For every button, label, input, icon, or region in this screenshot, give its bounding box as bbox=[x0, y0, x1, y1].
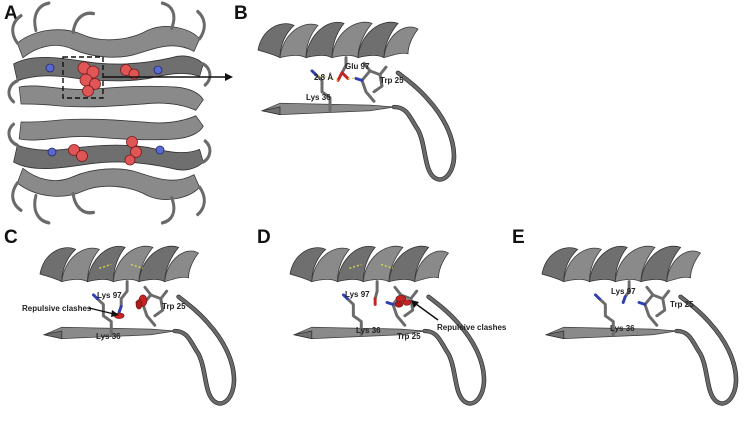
lys36-label: Lys 36 bbox=[96, 332, 121, 341]
lys36-label: Lys 36 bbox=[356, 326, 381, 335]
clash-label: Repulsive clashes bbox=[22, 304, 92, 313]
top-residue-spheres bbox=[45, 61, 163, 97]
panel-c: C Lys 97 Trp 25 Repulsive clashes Lys 36 bbox=[4, 227, 234, 404]
lys97-label: Lys 97 bbox=[97, 291, 122, 300]
panel-c-letter: C bbox=[4, 227, 18, 248]
lys97-label: Lys 97 bbox=[611, 287, 636, 296]
dimer-top bbox=[7, 1, 212, 112]
panel-a: A bbox=[4, 1, 233, 225]
distance-label: 2.8 Å bbox=[314, 73, 333, 82]
lys97-label: Lys 97 bbox=[345, 290, 370, 299]
panel-a-letter: A bbox=[4, 3, 18, 24]
clash-arrow bbox=[88, 307, 115, 315]
panel-e-structure bbox=[542, 246, 736, 403]
trp25-label: Trp 25 bbox=[670, 300, 694, 309]
trp25-label: Trp 25 bbox=[162, 302, 186, 311]
panel-b-structure bbox=[258, 22, 454, 179]
trp25-label: Trp 25 bbox=[380, 76, 404, 85]
clash-arrowhead bbox=[411, 300, 419, 308]
panel-b-letter: B bbox=[234, 3, 248, 24]
clash-arrowhead bbox=[111, 310, 119, 317]
lys36-label: Lys 36 bbox=[610, 324, 635, 333]
panel-d-structure bbox=[290, 246, 484, 403]
panel-d-letter: D bbox=[257, 227, 271, 248]
panel-c-structure bbox=[40, 246, 234, 403]
lys36-label: Lys 36 bbox=[306, 93, 331, 102]
zoom-arrowhead bbox=[225, 73, 233, 81]
panel-e: E Lys 97 Trp 25 Lys 36 bbox=[512, 227, 736, 404]
clash-label: Repulsive clashes bbox=[437, 323, 507, 332]
panel-b: B 2.8 Å Glu 97 Trp 25 Lys 36 bbox=[234, 3, 454, 180]
clash-arrow bbox=[415, 303, 439, 321]
glu97-label: Glu 97 bbox=[345, 62, 370, 71]
panel-d: D Lys 97 Repulsive clashes Lys 36 Trp 25 bbox=[257, 227, 507, 404]
bottom-residue-spheres bbox=[47, 136, 165, 166]
panel-e-letter: E bbox=[512, 227, 525, 248]
trp25-label: Trp 25 bbox=[397, 332, 421, 341]
dimer-bottom bbox=[7, 114, 212, 225]
